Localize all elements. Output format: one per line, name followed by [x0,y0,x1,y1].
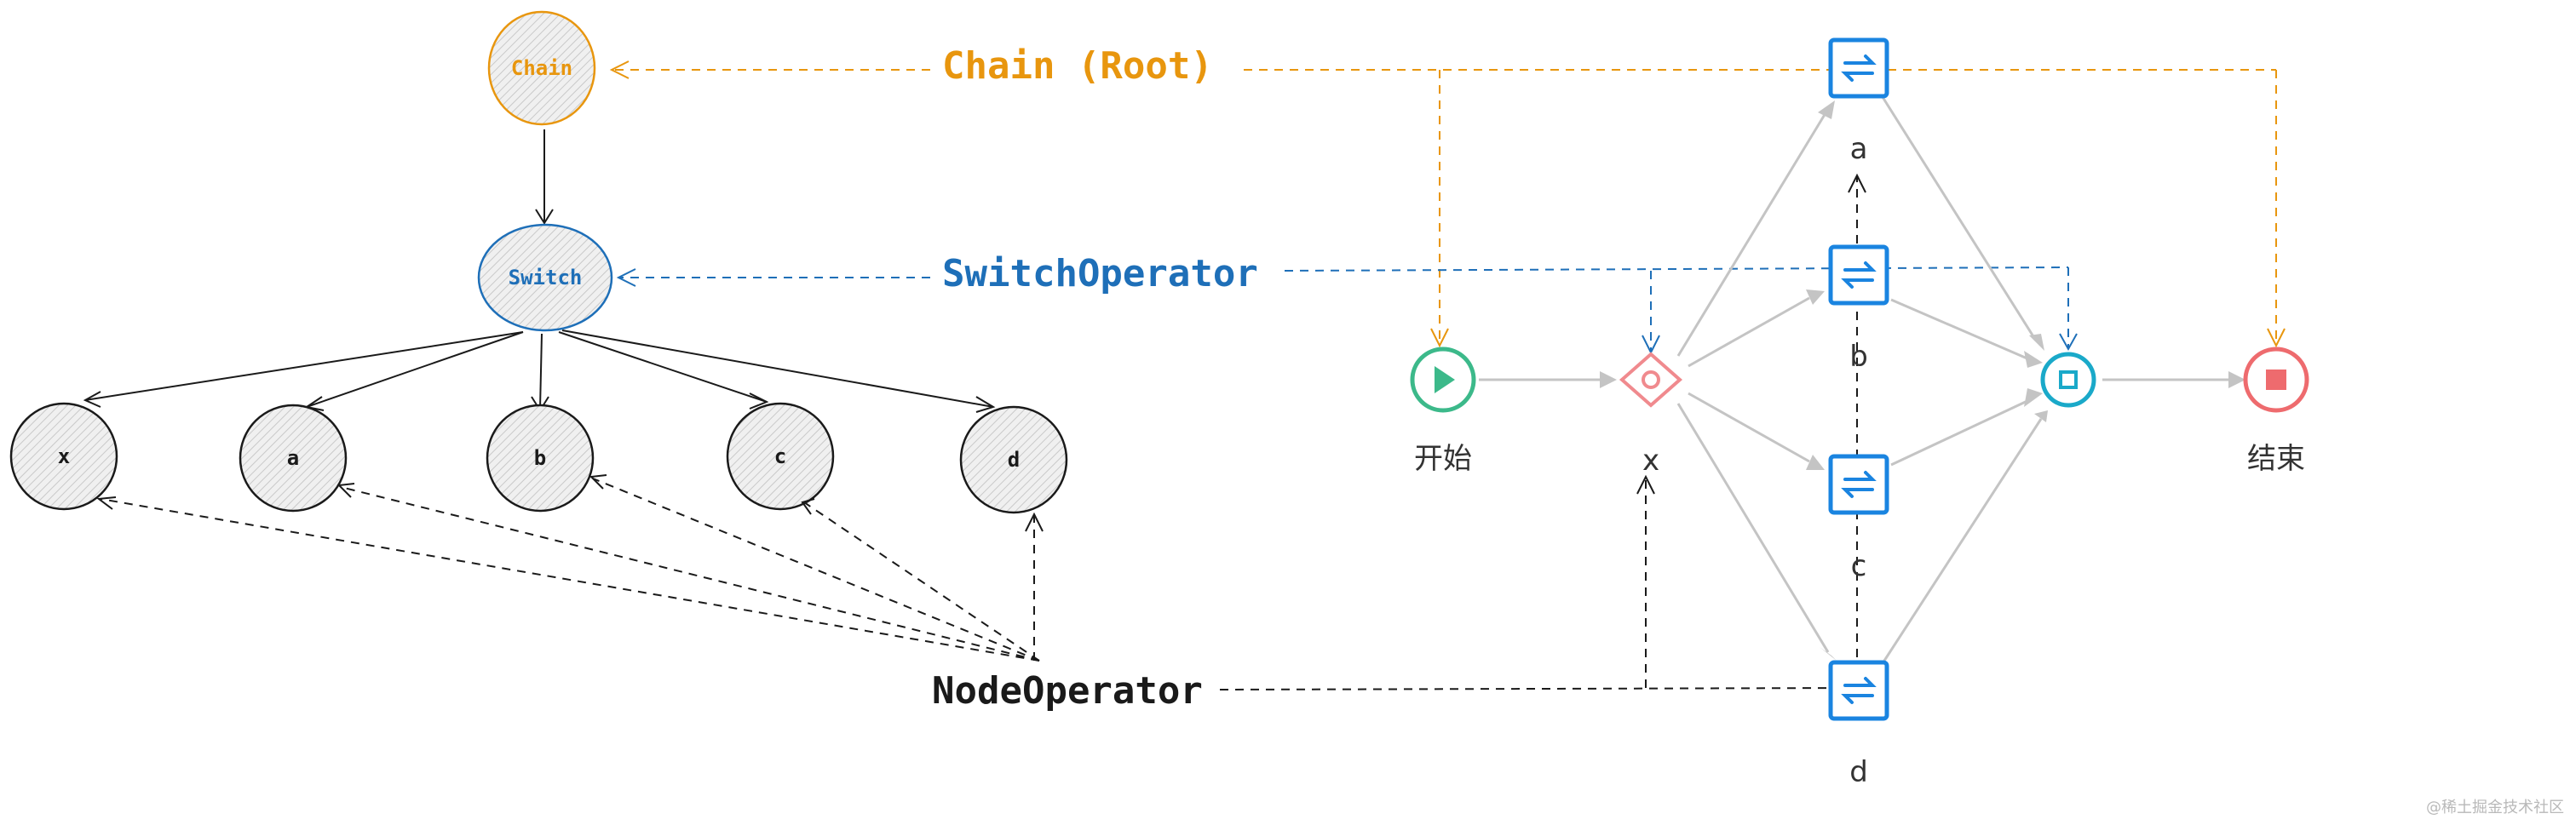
swap-icon [1841,261,1877,289]
leaf-node-x: x [9,402,118,511]
node-operator-pointers [100,478,1040,662]
leaf-node-b: b [486,404,595,513]
leaf-label: c [774,444,786,468]
chain-arrowheads [609,60,2286,348]
switch-operator-label: SwitchOperator [942,252,1258,295]
arrowhead [749,392,769,410]
gateway-label: x [1642,444,1659,478]
chain-node: Chain [487,10,596,126]
tree-edges [83,129,996,413]
edge-switch-x [84,331,524,401]
switch-node-label: Switch [509,266,583,289]
chain-root-label: Chain (Root) [942,44,1213,88]
swap-icon [1841,471,1877,498]
edge-switch-c [558,331,768,403]
stop-icon [2266,370,2286,390]
node-operator-label: NodeOperator [932,669,1203,713]
leaf-node-d: d [959,405,1068,514]
edge-switch-b [539,333,543,410]
leaf-label: d [1008,448,1020,472]
flow-arrowheads [1600,100,2245,661]
arrowhead [83,391,101,408]
play-icon [1435,366,1455,393]
swap-icon [1841,54,1877,82]
end-label: 结束 [2247,442,2305,476]
start-event [1410,347,1476,413]
switch-operator-pointers [620,266,2069,351]
leaf-label: b [534,446,546,470]
stop-square-icon [2059,370,2078,389]
swap-icon [1841,677,1877,704]
task-label: a [1850,132,1868,166]
start-label: 开始 [1414,442,1472,476]
watermark: @稀土掘金技术社区 [2426,799,2564,816]
chain-pointers [613,69,2277,344]
node-operator-arrowheads [96,474,1044,532]
task-b [1828,244,1889,306]
task-label: b [1849,340,1868,374]
edge-switch-a [306,331,524,408]
leaf-node-a: a [239,404,348,513]
edge-switch-d [561,329,994,408]
gateway-dot-icon [1642,370,1660,389]
node-operator-right-pointers [1219,175,1858,690]
task-label: c [1851,549,1867,583]
flow-connectors [1479,96,2232,662]
arrowhead [535,209,554,225]
node-operator-right-arrowheads [1636,173,1866,495]
exclusive-gateway [1619,352,1683,408]
chain-node-label: Chain [511,56,572,80]
end-event [2243,347,2309,413]
merge-node [2040,352,2096,408]
arrowhead [975,396,996,413]
task-d [1828,660,1889,721]
leaf-label: x [58,444,70,468]
task-c [1828,454,1889,515]
leaf-label: a [287,446,299,470]
leaf-node-c: c [726,402,835,511]
task-a [1828,37,1889,99]
task-label: d [1849,755,1868,789]
switch-node: Switch [477,223,613,332]
